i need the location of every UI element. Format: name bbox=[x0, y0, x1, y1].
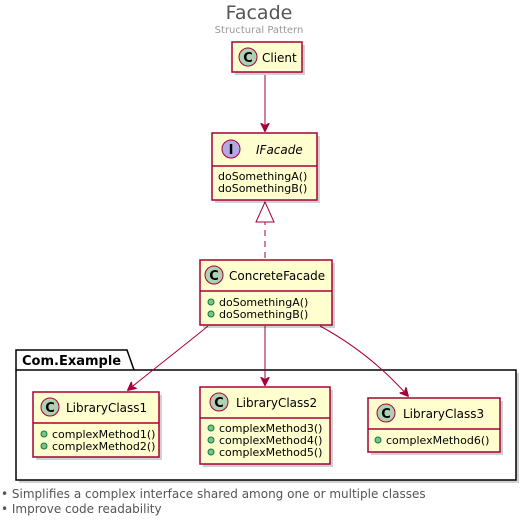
method: complexMethod5() bbox=[219, 446, 322, 459]
method: doSomethingA() bbox=[219, 296, 308, 309]
method: complexMethod1() bbox=[52, 428, 155, 441]
method: doSomethingB() bbox=[218, 182, 307, 195]
public-method-icon bbox=[40, 442, 48, 450]
concrete-to-lib3-arrow bbox=[319, 325, 408, 396]
class-library-class-2: C LibraryClass2 complexMethod3() complex… bbox=[199, 386, 333, 467]
class-stereotype-icon bbox=[238, 47, 258, 67]
stereotype-letter: C bbox=[381, 407, 391, 422]
public-method-icon bbox=[207, 310, 215, 318]
class-name: Client bbox=[262, 51, 297, 65]
public-method-icon bbox=[207, 448, 215, 456]
interface-stereotype-icon bbox=[221, 139, 241, 159]
class-name: LibraryClass2 bbox=[236, 396, 317, 410]
stereotype-letter: C bbox=[214, 396, 224, 411]
interface-ifacade: I IFacade doSomethingA() doSomethingB() bbox=[211, 132, 320, 203]
method: complexMethod4() bbox=[219, 434, 322, 447]
class-client: C Client bbox=[231, 41, 305, 75]
method: complexMethod2() bbox=[52, 440, 155, 453]
class-concrete-facade: C ConcreteFacade doSomethingA() doSometh… bbox=[199, 259, 335, 328]
class-name: LibraryClass1 bbox=[66, 401, 147, 415]
package-name: Com.Example bbox=[22, 354, 121, 369]
stereotype-letter: I bbox=[229, 143, 234, 158]
method: complexMethod3() bbox=[219, 422, 322, 435]
public-method-icon bbox=[207, 298, 215, 306]
method: doSomethingB() bbox=[219, 308, 308, 321]
class-name: LibraryClass3 bbox=[403, 407, 484, 421]
class-stereotype-icon bbox=[376, 403, 396, 423]
stereotype-letter: C bbox=[45, 401, 55, 416]
stereotype-letter: C bbox=[243, 51, 253, 66]
public-method-icon bbox=[40, 430, 48, 438]
note-line: • Simplifies a complex interface shared … bbox=[1, 487, 426, 501]
public-method-icon bbox=[207, 436, 215, 444]
class-stereotype-icon bbox=[40, 397, 60, 417]
realization-arrowhead bbox=[255, 200, 275, 223]
note-line: • Improve code readability bbox=[1, 502, 162, 516]
class-library-class-1: C LibraryClass1 complexMethod1() complex… bbox=[32, 391, 162, 460]
class-stereotype-icon bbox=[209, 392, 229, 412]
public-method-icon bbox=[374, 436, 382, 444]
stereotype-letter: C bbox=[209, 269, 219, 284]
relationships bbox=[128, 75, 408, 396]
diagram-title: Facade bbox=[226, 2, 293, 24]
method: doSomethingA() bbox=[218, 170, 307, 183]
interface-name: IFacade bbox=[256, 143, 303, 157]
class-stereotype-icon bbox=[204, 265, 224, 285]
class-name: ConcreteFacade bbox=[229, 269, 325, 283]
method: complexMethod6() bbox=[386, 434, 489, 447]
diagram-subtitle: Structural Pattern bbox=[215, 25, 304, 36]
class-library-class-3: C LibraryClass3 complexMethod6() bbox=[367, 397, 503, 455]
concrete-to-lib1-arrow bbox=[128, 325, 209, 390]
public-method-icon bbox=[207, 424, 215, 432]
